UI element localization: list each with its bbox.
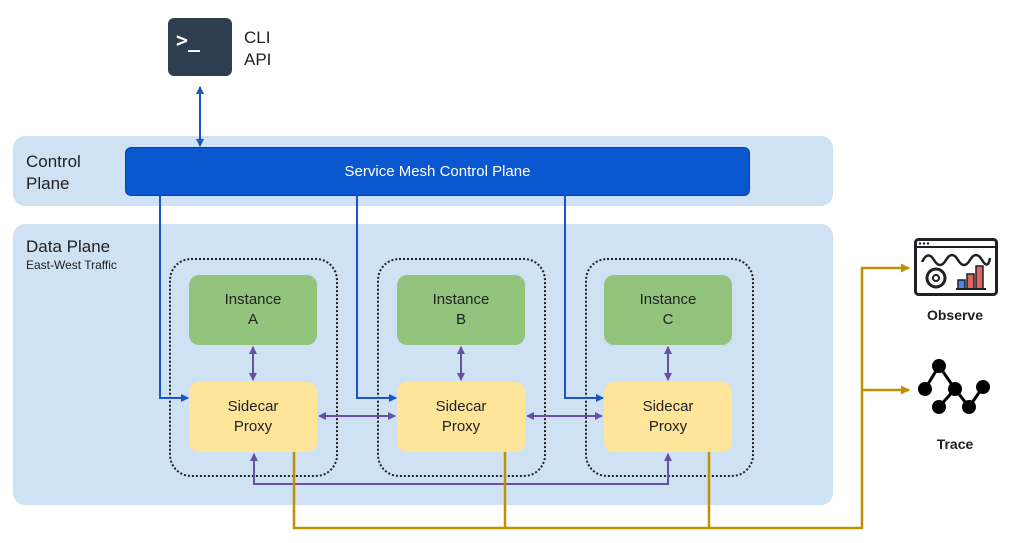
sidecar-c-sublabel: Proxy — [648, 418, 688, 435]
data-plane-label-group: Data Plane East-West Traffic — [26, 236, 117, 272]
terminal-icon: >_ — [168, 18, 232, 76]
data-plane-label: Data Plane — [26, 237, 111, 256]
control-to-sidecar-a — [159, 195, 189, 402]
instance-c[interactable]: Instance C — [604, 275, 732, 345]
pod-b — [377, 258, 546, 477]
trace-graph-icon — [916, 357, 994, 419]
sidecar-a-sublabel: Proxy — [233, 418, 273, 435]
instance-c-label: Instance — [639, 291, 697, 308]
control-to-sidecar-c — [564, 195, 604, 402]
telemetry-line — [292, 268, 864, 530]
instance-b[interactable]: Instance B — [397, 275, 525, 345]
sidecar-proxy-a[interactable]: Sidecar Proxy — [189, 382, 317, 452]
sidecar-c-label: Sidecar — [642, 398, 694, 415]
observe-label: Observe — [926, 307, 984, 323]
instance-b-label: Instance — [432, 291, 490, 308]
data-plane-sublabel: East-West Traffic — [26, 258, 117, 272]
control-plane-bar-label: Service Mesh Control Plane — [344, 163, 531, 180]
sidecar-proxy-c[interactable]: Sidecar Proxy — [604, 382, 732, 452]
terminal-prompt: >_ — [176, 28, 201, 52]
instance-b-id: B — [455, 311, 466, 328]
pod-c — [585, 258, 754, 477]
sidecar-a-c-arrow — [250, 453, 672, 485]
instance-c-id: C — [662, 311, 674, 328]
sidecar-proxy-b[interactable]: Sidecar Proxy — [397, 382, 525, 452]
dashboard-icon — [914, 238, 998, 296]
instance-a-label: Instance — [224, 291, 282, 308]
sidecar-b-label: Sidecar — [435, 398, 487, 415]
sidecar-b-sublabel: Proxy — [441, 418, 481, 435]
service-mesh-control-plane[interactable]: Service Mesh Control Plane — [125, 147, 750, 196]
instance-a[interactable]: Instance A — [189, 275, 317, 345]
trace-label: Trace — [936, 436, 974, 452]
instance-a-id: A — [247, 311, 258, 328]
sidecar-a-label: Sidecar — [227, 398, 279, 415]
cli-api-label: CLI API — [244, 28, 272, 69]
control-plane-label: Control Plane — [26, 152, 81, 193]
control-to-sidecar-b — [356, 195, 397, 402]
